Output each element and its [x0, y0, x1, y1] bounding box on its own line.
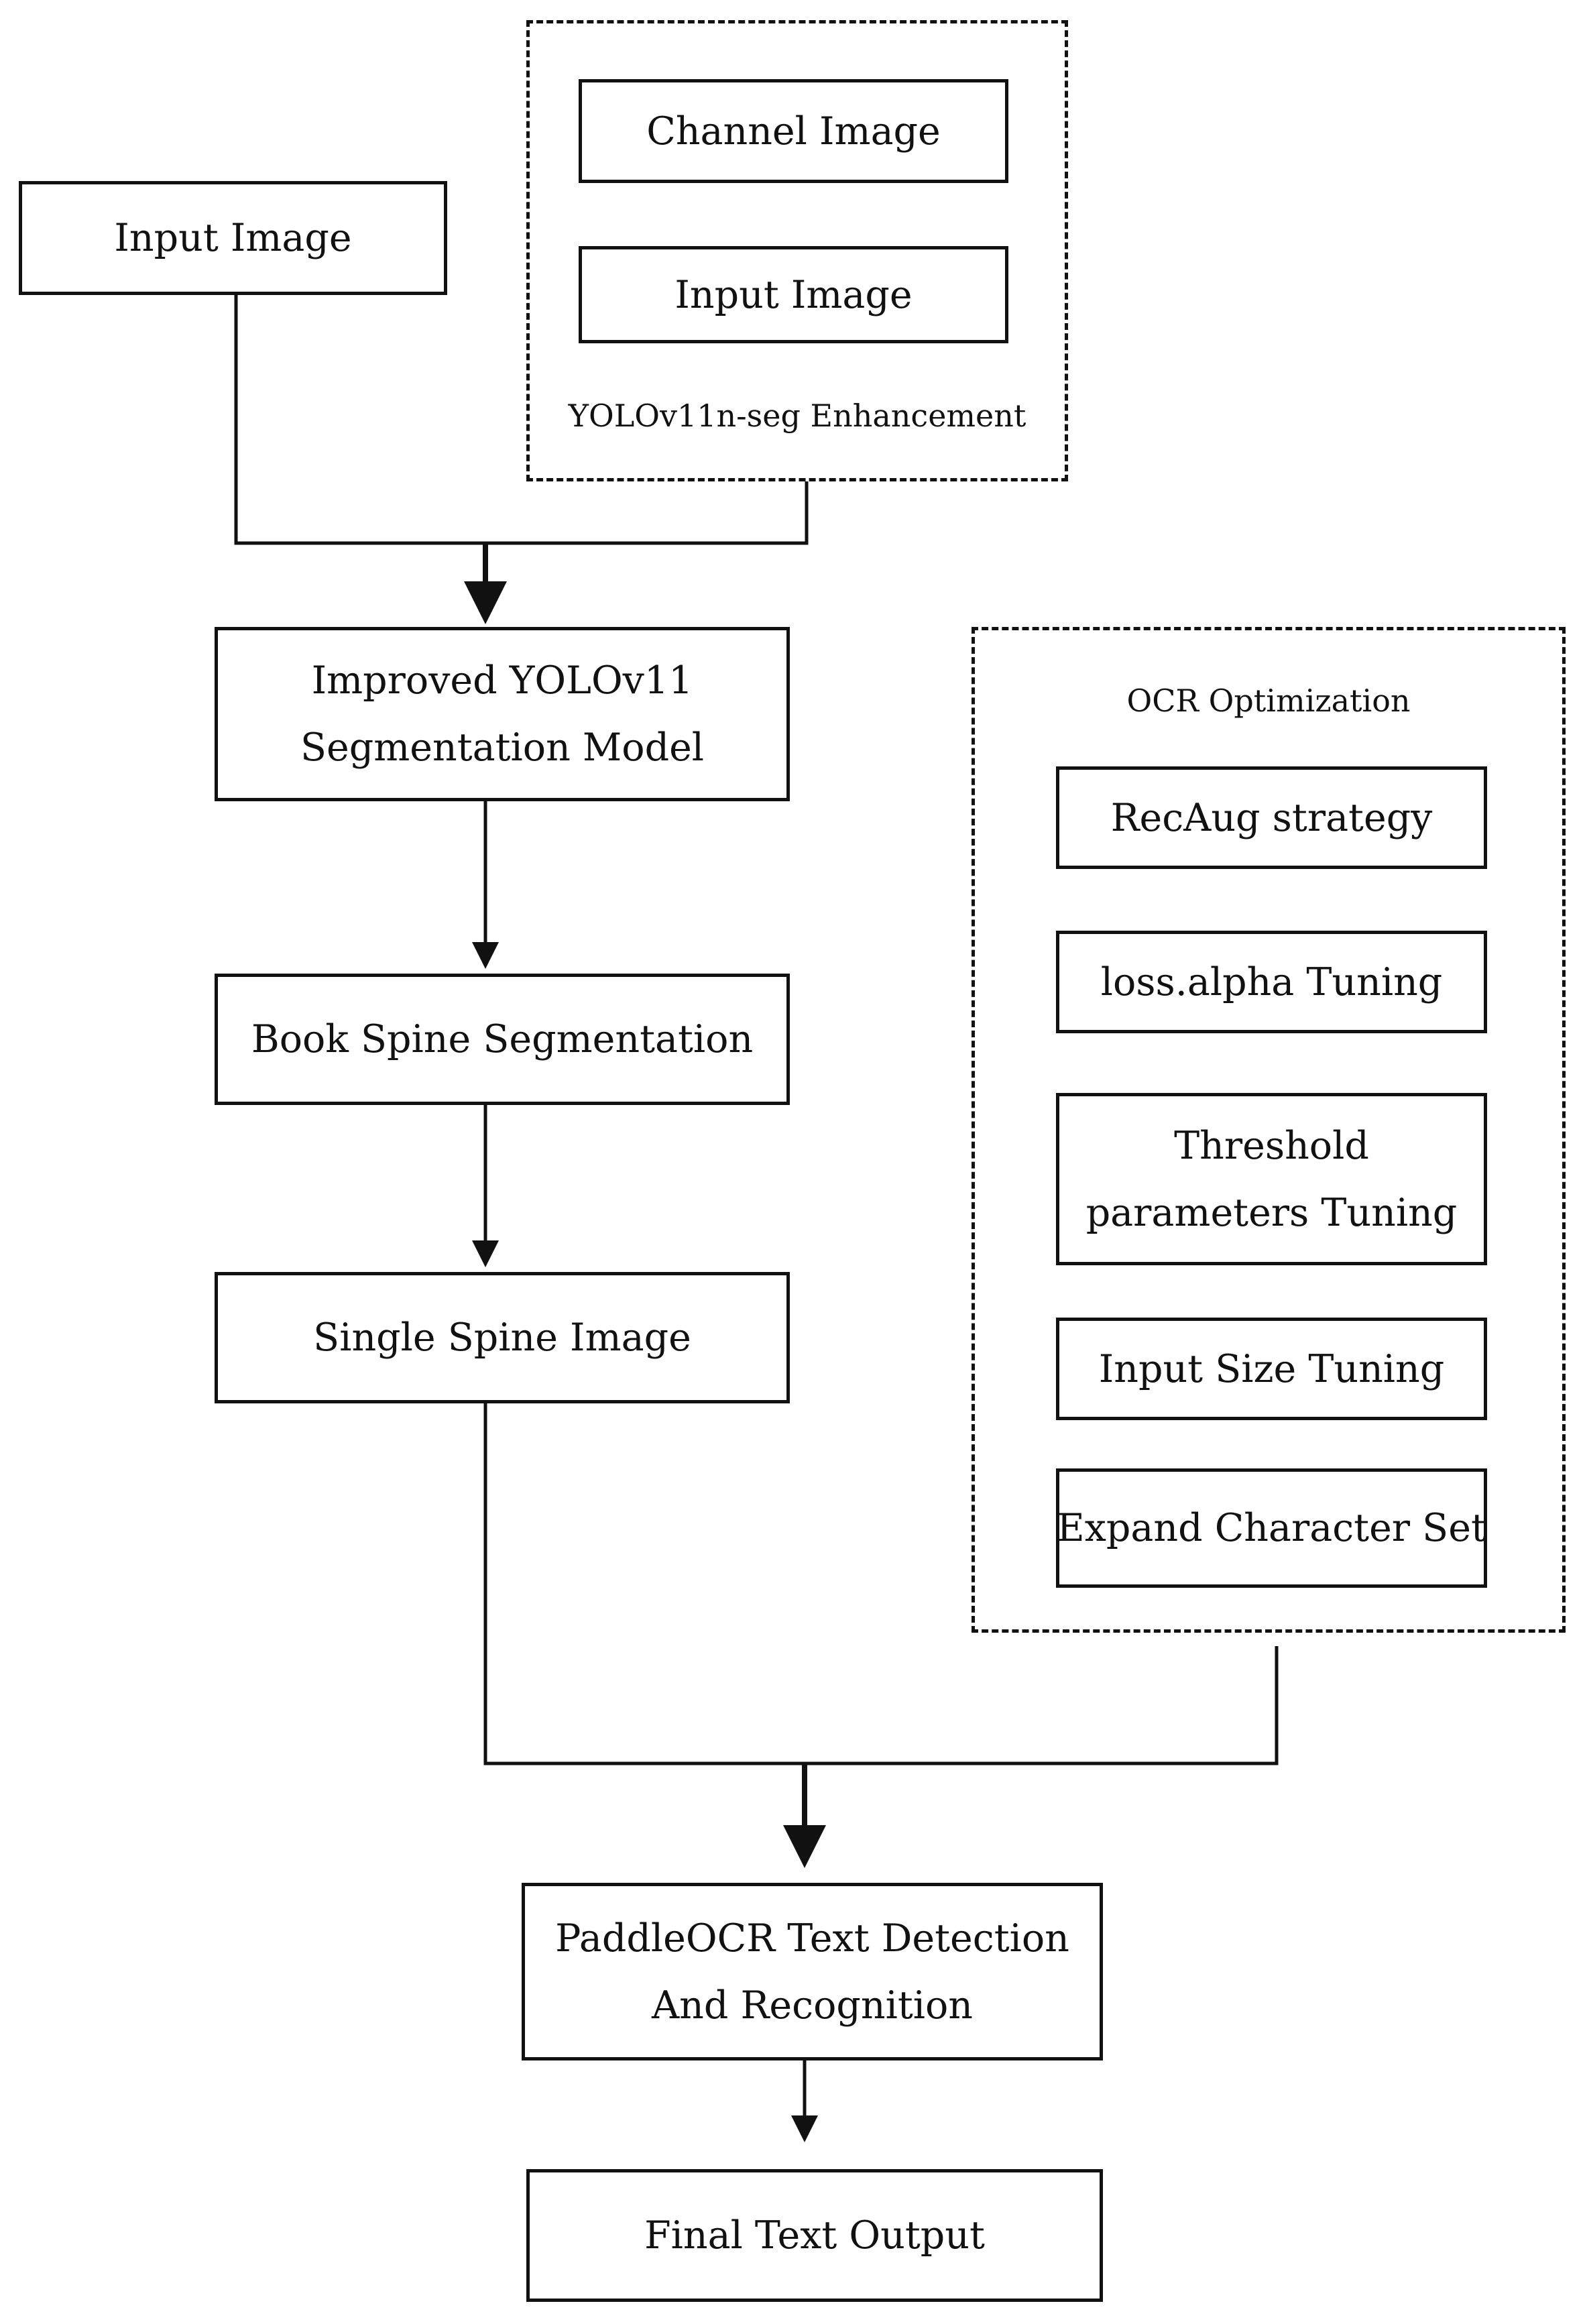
single-spine-image-box: Single Spine Image	[215, 1272, 790, 1403]
connector-ocr-merge	[483, 1403, 1279, 1765]
expand-character-set-label: Expand Character Set	[1057, 1506, 1486, 1550]
enhancement-input-image-label: Input Image	[674, 272, 913, 317]
final-text-output-label: Final Text Output	[644, 2213, 985, 2258]
channel-image-box: Channel Image	[579, 79, 1008, 183]
loss-alpha-tuning-label: loss.alpha Tuning	[1100, 960, 1443, 1004]
paddleocr-label-line1: PaddleOCR Text Detection	[555, 1916, 1069, 1961]
enhancement-group	[526, 20, 1068, 481]
threshold-tuning-label-line2: parameters Tuning	[1085, 1190, 1458, 1235]
threshold-tuning-box: Threshold parameters Tuning	[1056, 1093, 1487, 1265]
ocr-optimization-group	[972, 627, 1566, 1633]
book-spine-segmentation-box: Book Spine Segmentation	[215, 974, 790, 1105]
single-spine-image-label: Single Spine Image	[313, 1316, 691, 1360]
improved-model-label-line2: Segmentation Model	[300, 725, 705, 770]
input-size-tuning-label: Input Size Tuning	[1098, 1346, 1445, 1391]
input-image-label: Input Image	[114, 216, 352, 260]
book-spine-segmentation-label: Book Spine Segmentation	[251, 1017, 754, 1061]
threshold-tuning-label-line1: Threshold	[1174, 1123, 1369, 1168]
improved-model-label-line1: Improved YOLOv11	[311, 658, 693, 703]
improved-model-box: Improved YOLOv11 Segmentation Model	[215, 627, 790, 801]
recaug-strategy-box: RecAug strategy	[1056, 766, 1487, 869]
input-image-box: Input Image	[19, 181, 447, 295]
input-size-tuning-box: Input Size Tuning	[1056, 1318, 1487, 1420]
recaug-strategy-label: RecAug strategy	[1110, 795, 1433, 840]
enhancement-caption: YOLOv11n-seg Enhancement	[568, 398, 1026, 434]
channel-image-label: Channel Image	[646, 109, 941, 154]
paddleocr-box: PaddleOCR Text Detection And Recognition	[522, 1883, 1103, 2060]
paddleocr-label-line2: And Recognition	[652, 1983, 973, 2028]
connector-input-merge	[234, 295, 809, 545]
final-text-output-box: Final Text Output	[526, 2169, 1103, 2302]
expand-character-set-box: Expand Character Set	[1056, 1468, 1487, 1588]
ocr-optimization-caption: OCR Optimization	[1126, 683, 1411, 719]
enhancement-input-image-box: Input Image	[579, 246, 1008, 343]
loss-alpha-tuning-box: loss.alpha Tuning	[1056, 931, 1487, 1033]
